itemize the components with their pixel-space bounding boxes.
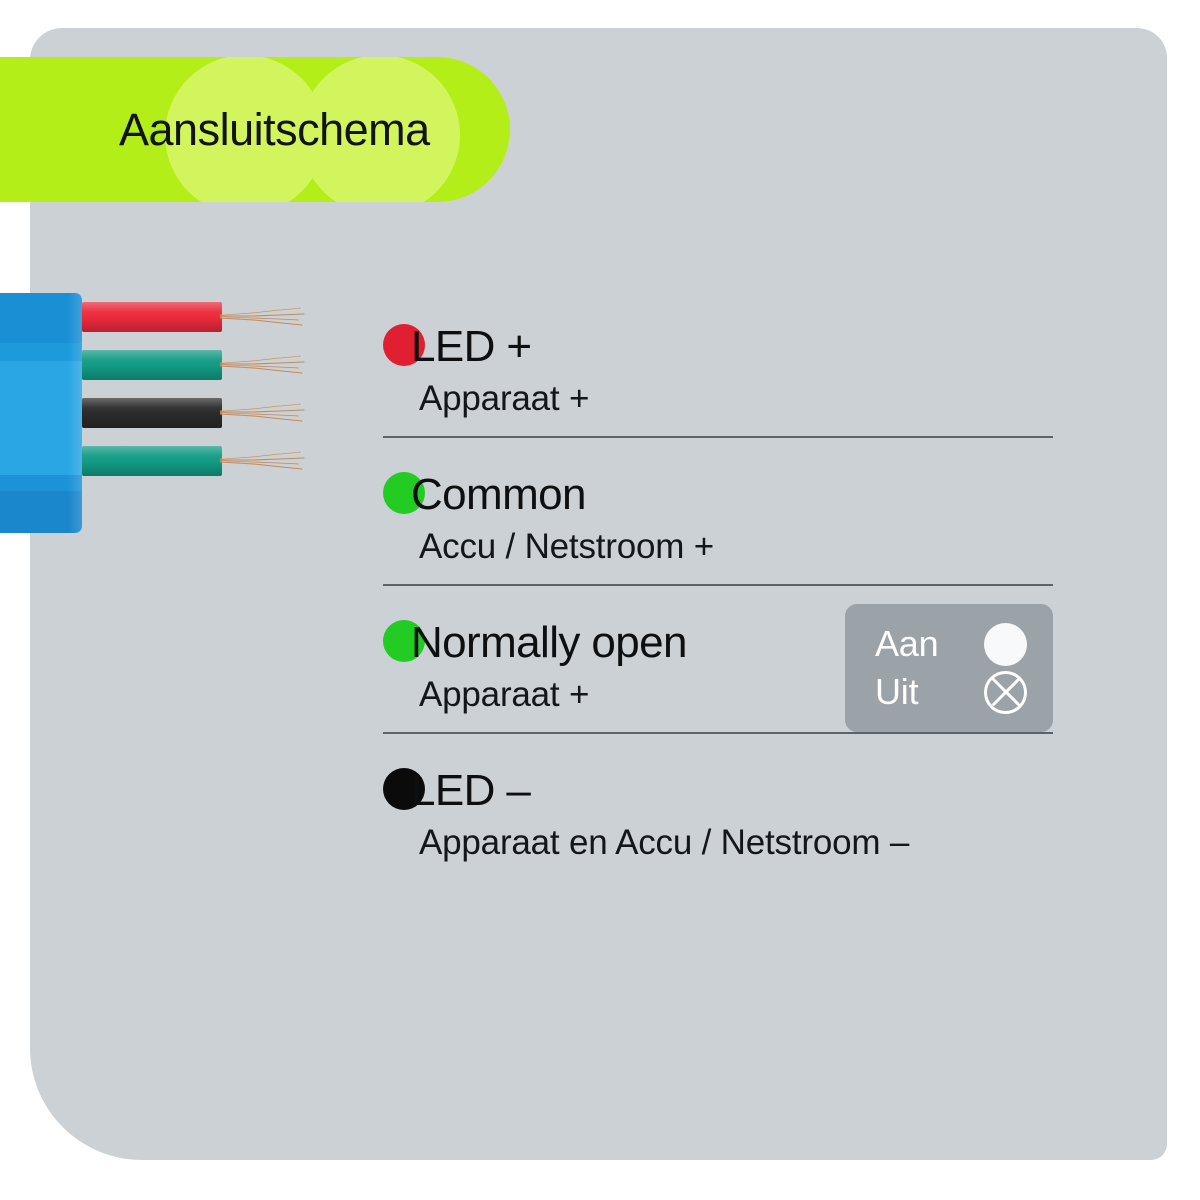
connection-row-normally-open: Normally open Aan Uit Apparaat + [383,604,1053,762]
copper-strands-icon [220,451,305,470]
row-title: LED – [411,766,531,815]
row-header: LED – [383,762,1053,820]
info-card [30,28,1167,1160]
state-label-uit: Uit [875,671,919,712]
wire-harness-illustration [0,288,320,538]
row-header: Normally open Aan Uit [383,604,1053,732]
row-separator [383,584,1053,586]
wire-red [82,302,305,332]
wire-jacket [82,398,222,428]
state-row-uit[interactable]: Uit [875,666,1027,718]
row-separator [383,436,1053,438]
terminal-dot-green-icon [383,620,425,662]
wire-jacket [82,446,222,476]
row-subtitle: Apparaat + [419,379,590,418]
connection-row-common: Common Accu / Netstroom + [383,466,1053,614]
copper-strands-icon [220,307,305,326]
filled-circle-icon [984,622,1027,666]
blue-connector-body [0,293,82,533]
wire-teal-lower [82,446,305,476]
connection-row-led-plus: LED + Apparaat + [383,318,1053,466]
wire-jacket [82,350,222,380]
row-title: LED + [411,322,532,371]
wire-teal-upper [82,350,305,380]
page-title: Aansluitschema [119,103,430,155]
crossed-circle-icon [984,670,1027,714]
row-title: Common [411,470,587,519]
wire-jacket [82,302,222,332]
terminal-dot-red-icon [383,324,425,366]
copper-strands-icon [220,403,305,422]
row-subtitle: Accu / Netstroom + [419,527,714,566]
row-header: LED + [383,318,1053,376]
state-label-aan: Aan [875,623,939,664]
state-row-aan[interactable]: Aan [875,618,1027,670]
row-separator [383,732,1053,734]
connection-row-led-minus: LED – Apparaat en Accu / Netstroom – [383,762,1053,876]
connection-list: LED + Apparaat + Common Accu / Netstroom… [383,318,1053,876]
terminal-dot-black-icon [383,768,425,810]
row-header: Common [383,466,1053,524]
row-subtitle: Apparaat + [419,675,590,714]
wire-black [82,398,305,428]
terminal-dot-green-icon [383,472,425,514]
aan-uit-state-widget[interactable]: Aan Uit [845,604,1053,732]
row-subtitle: Apparaat en Accu / Netstroom – [419,823,910,862]
copper-strands-icon [220,355,305,374]
row-title: Normally open [411,618,687,667]
